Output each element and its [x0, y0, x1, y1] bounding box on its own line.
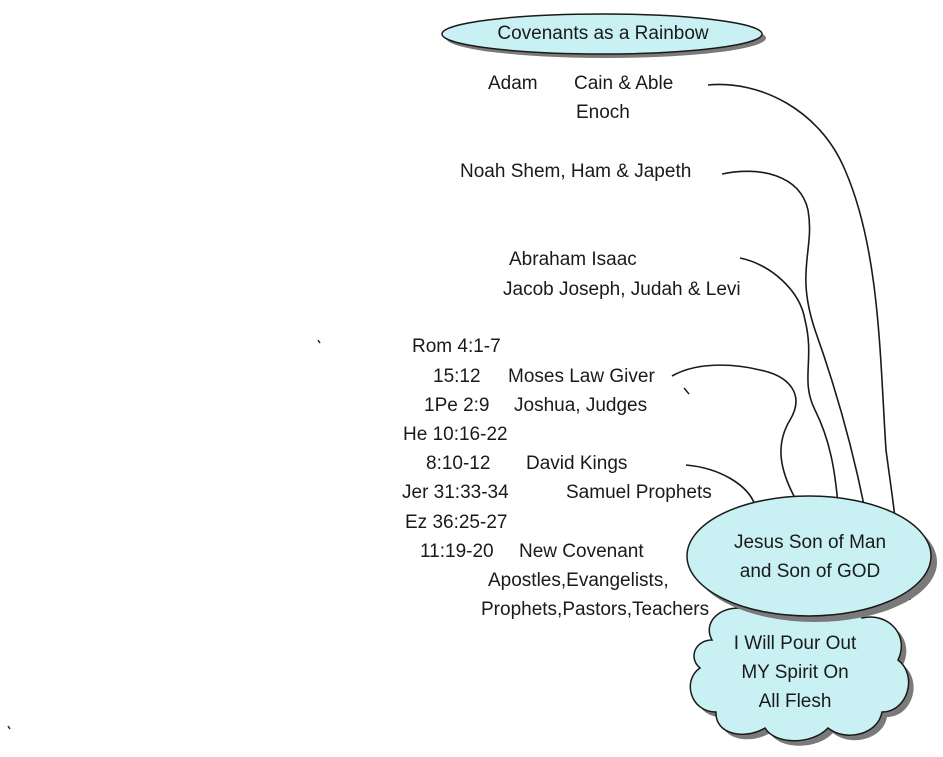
tick-moses [683, 387, 690, 395]
label-new-covenant: New Covenant [519, 541, 644, 562]
tick-stray-2 [7, 725, 11, 730]
ref-he: He 10:16-22 [403, 424, 508, 445]
label-moses: Moses Law Giver [508, 366, 655, 387]
spirit-cloud [689, 597, 914, 746]
spirit-line-2: MY Spirit On [741, 661, 849, 683]
ref-1pe: 1Pe 2:9 [424, 395, 490, 416]
connector-moses [671, 364, 797, 499]
page-title: Covenants as a Rainbow [497, 23, 709, 44]
connector-david [685, 464, 756, 506]
label-apostles: Apostles,Evangelists, [488, 570, 669, 591]
tick-marks [7, 339, 690, 730]
ref-15-12: 15:12 [433, 366, 481, 387]
label-abraham: Abraham Isaac [509, 249, 637, 270]
tick-stray-1 [317, 339, 321, 344]
ref-rom: Rom 4:1-7 [412, 336, 501, 357]
label-david: David Kings [526, 453, 628, 474]
jesus-node-text: Jesus Son of Man and Son of GOD [690, 498, 930, 616]
connector-adam [707, 83, 896, 519]
ref-11-19: 11:19-20 [420, 541, 494, 562]
ref-8-10: 8:10-12 [426, 453, 491, 474]
label-prophets-pastors: Prophets,Pastors,Teachers [481, 599, 710, 620]
spirit-line-1: I Will Pour Out [733, 632, 857, 654]
label-cain-able: Cain & Able [574, 73, 674, 94]
jesus-ellipse [686, 495, 932, 617]
label-joshua: Joshua, Judges [514, 395, 648, 416]
jesus-line-2: and Son of GOD [739, 561, 881, 582]
spirit-node-text: I Will Pour Out MY Spirit On All Flesh [690, 622, 900, 722]
ref-jer: Jer 31:33-34 [402, 482, 509, 503]
label-noah: Noah Shem, Ham & Japeth [460, 161, 692, 182]
label-adam: Adam [488, 73, 538, 94]
label-samuel: Samuel Prophets [566, 482, 712, 503]
connector-noah [721, 170, 866, 511]
ref-ez: Ez 36:25-27 [405, 512, 508, 533]
title-ellipse [441, 13, 763, 55]
label-enoch: Enoch [576, 102, 630, 123]
jesus-line-1: Jesus Son of Man [733, 532, 887, 553]
connector-abraham [739, 257, 839, 506]
spirit-line-3: All Flesh [758, 690, 832, 712]
label-jacob: Jacob Joseph, Judah & Levi [503, 279, 741, 300]
